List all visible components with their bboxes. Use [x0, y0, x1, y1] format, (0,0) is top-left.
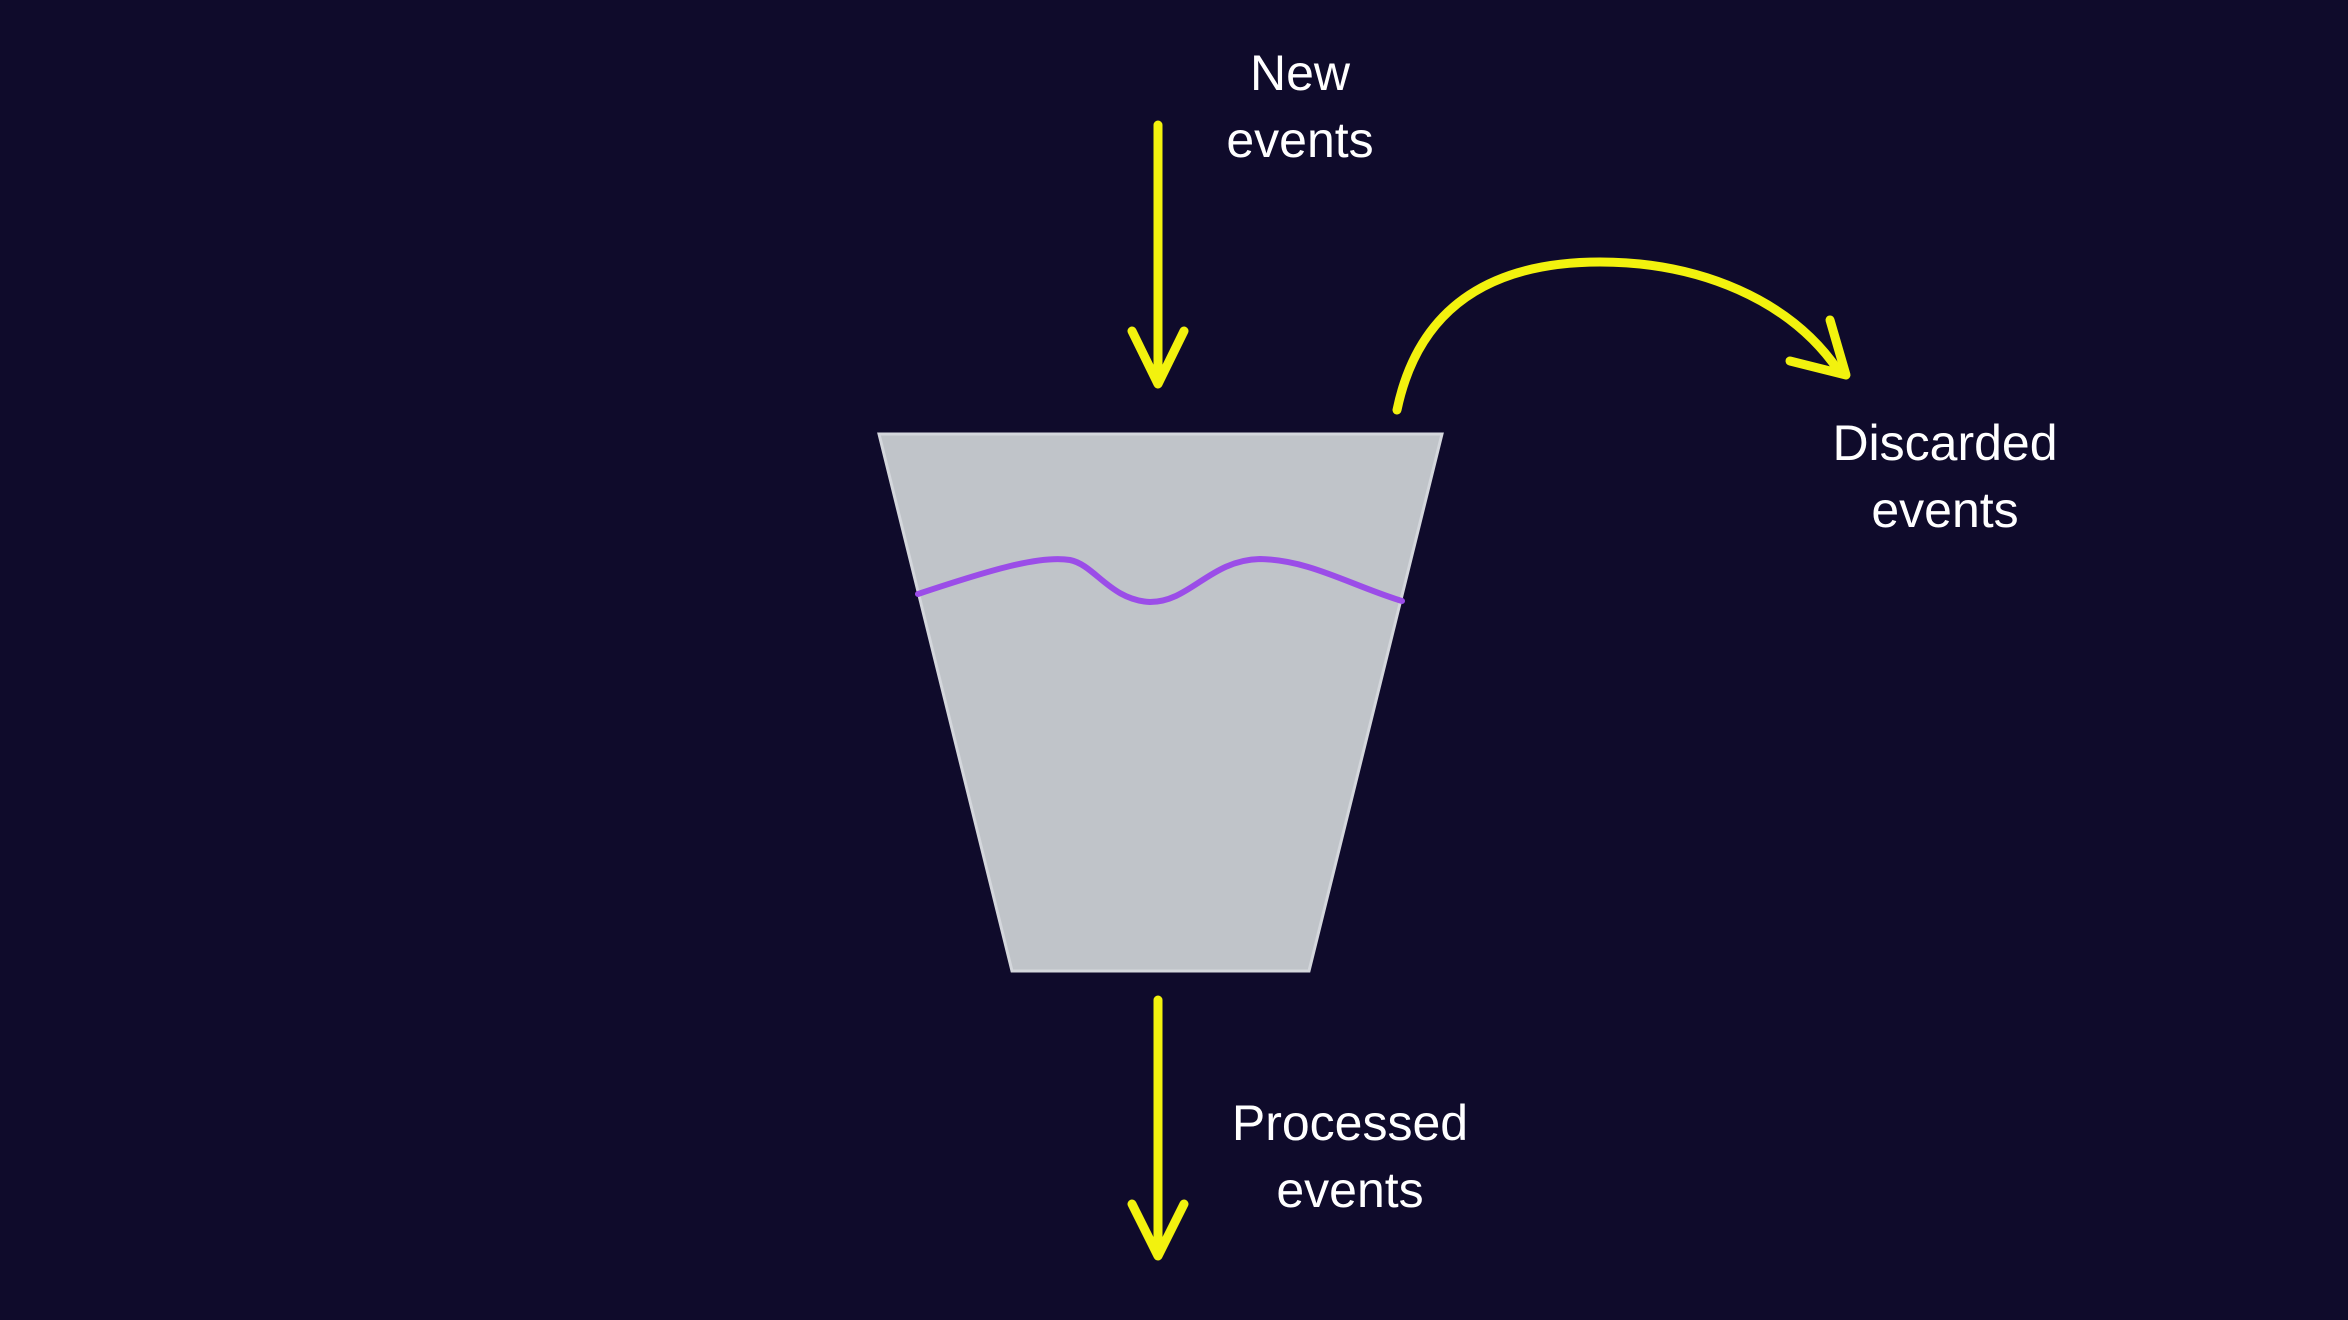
processed-events-label-line1: Processed [1231, 1095, 1469, 1151]
new-events-label-line2: events [1226, 112, 1374, 168]
outflow-arrow-head [1127, 1199, 1189, 1261]
processed-events-label: Processed events [1200, 1090, 1500, 1224]
discarded-events-label-line2: events [1871, 482, 2019, 538]
water-level-line [915, 555, 1405, 606]
overflow-arrow-head [1785, 315, 1851, 380]
new-events-label-line1: New [1249, 45, 1351, 101]
bucket-shape [877, 432, 1444, 973]
new-events-label: New events [1190, 40, 1410, 174]
outflow-arrow-icon [1127, 995, 1189, 1261]
discarded-events-label-line1: Discarded [1832, 415, 2058, 471]
inflow-arrow-icon [1127, 120, 1189, 389]
discarded-events-label: Discarded events [1800, 410, 2090, 544]
processed-events-label-line2: events [1276, 1162, 1424, 1218]
inflow-arrow-head [1127, 326, 1189, 389]
overflow-arrow-icon [1392, 257, 1851, 415]
overflow-arrow-curve [1392, 257, 1843, 415]
